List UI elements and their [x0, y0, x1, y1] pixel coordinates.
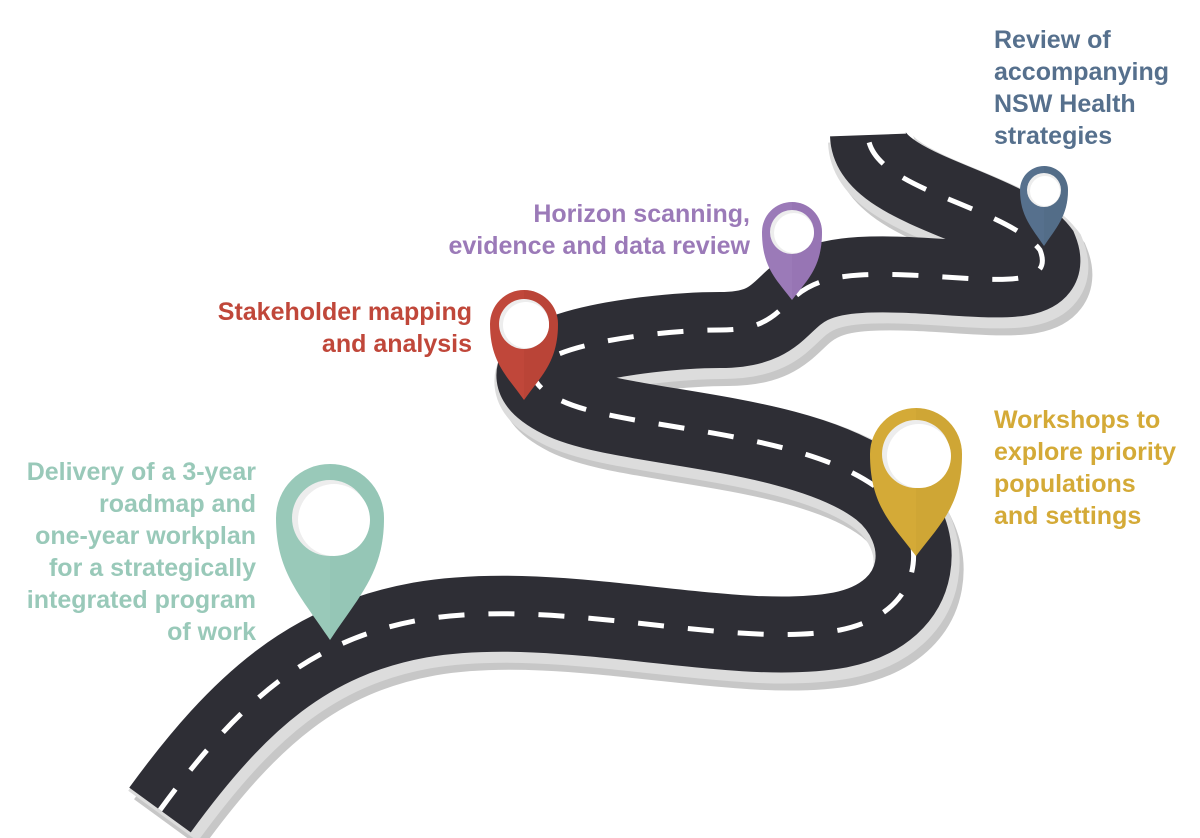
label-line: explore priority	[994, 438, 1176, 466]
map-pin-icon	[490, 290, 558, 400]
label-line: NSW Health	[994, 90, 1136, 118]
label-line: roadmap and	[99, 490, 256, 518]
label-line: evidence and data review	[448, 232, 750, 260]
map-pin-icon	[762, 202, 822, 300]
label-line: Horizon scanning,	[533, 200, 750, 228]
road-center-line	[157, 134, 1045, 812]
map-pin-icon	[276, 464, 384, 640]
label-line: Workshops to	[994, 406, 1161, 434]
milestone-label-horizon: Horizon scanning, evidence and data revi…	[380, 198, 750, 262]
label-line: of work	[167, 618, 256, 646]
map-pin-icon	[870, 408, 962, 556]
label-line: Stakeholder mapping	[217, 298, 472, 326]
label-line: strategies	[994, 122, 1113, 150]
label-line: populations	[994, 470, 1136, 498]
label-line: Delivery of a 3-year	[26, 458, 256, 486]
map-pin-icon	[1020, 166, 1068, 246]
label-line: and analysis	[321, 330, 472, 358]
label-line: Review of	[994, 26, 1111, 54]
milestone-label-review: Review of accompanying NSW Health strate…	[994, 24, 1194, 152]
label-line: one-year workplan	[35, 522, 256, 550]
milestone-label-stakeholder: Stakeholder mapping and analysis	[160, 296, 472, 360]
label-line: accompanying	[994, 58, 1170, 86]
milestone-label-delivery: Delivery of a 3-year roadmap and one-yea…	[0, 456, 256, 648]
label-line: for a strategically	[48, 554, 256, 582]
label-line: and settings	[994, 502, 1142, 530]
label-line: integrated program	[26, 586, 256, 614]
milestone-label-workshops: Workshops to explore priority population…	[994, 404, 1194, 532]
